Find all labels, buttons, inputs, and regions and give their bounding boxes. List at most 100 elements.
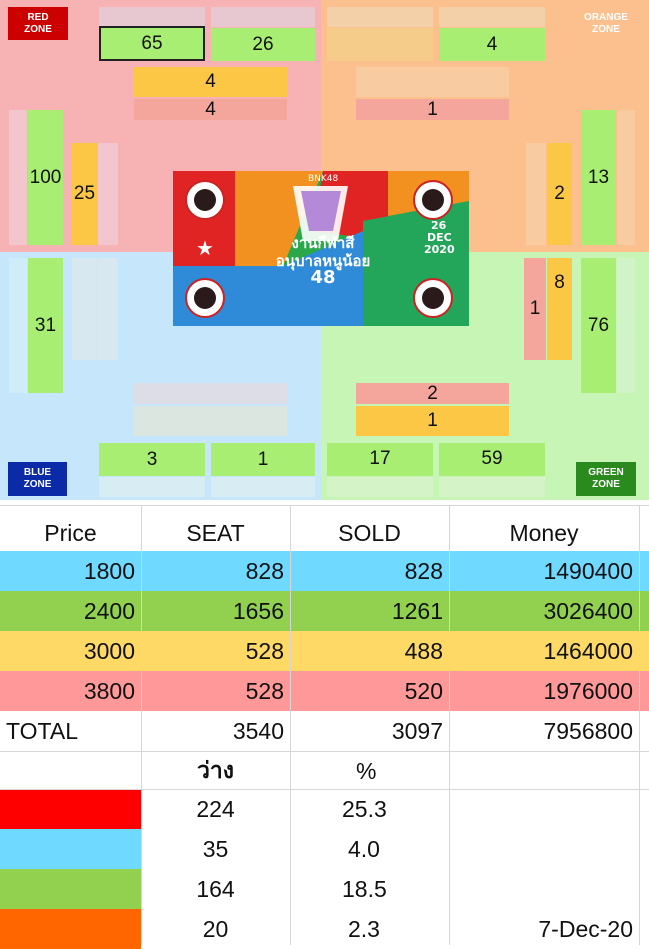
grid-line — [0, 751, 649, 752]
poster-title-line1: งานกีฬาสี — [291, 234, 355, 252]
vacant-count: 224 — [196, 795, 235, 822]
table-row: 2400 1656 1261 3026400 — [0, 591, 649, 631]
seat-block-empty — [327, 28, 433, 61]
vacant-note — [449, 869, 639, 909]
cell-sold: 488 — [404, 637, 443, 664]
seat-block-empty — [99, 477, 205, 497]
cell-seat: 828 — [245, 557, 284, 584]
seat-block[interactable]: 25 — [72, 143, 97, 245]
seat-block[interactable]: 76 — [581, 258, 616, 393]
seat-block-empty — [526, 143, 546, 245]
zone-color-swatch — [0, 789, 141, 829]
total-sold: 3097 — [391, 717, 443, 744]
cell-price: 1800 — [83, 557, 135, 584]
seat-block[interactable]: 4 — [134, 67, 287, 97]
blue-zone-line1: BLUE — [23, 467, 52, 478]
total-money: 7956800 — [543, 717, 633, 744]
seat-block[interactable]: 3 — [99, 443, 205, 476]
zone-color-swatch — [0, 829, 141, 869]
seat-block[interactable]: 31 — [28, 258, 63, 393]
seat-block-empty — [134, 383, 287, 404]
grid-line — [639, 505, 640, 945]
seat-block[interactable]: 2 — [356, 383, 509, 404]
green-zone-line2: ZONE — [592, 479, 620, 490]
grid-line — [0, 789, 649, 790]
member-photo-3 — [185, 278, 225, 318]
cell-money: 1976000 — [543, 677, 633, 704]
vacant-percent: 25.3 — [342, 795, 387, 822]
member-photo-4 — [413, 278, 453, 318]
table-row: 1800 828 828 1490400 — [0, 551, 649, 591]
vacant-note — [449, 829, 639, 869]
vacant-percent: 2.3 — [348, 915, 380, 942]
percent-header: % — [356, 757, 377, 784]
zone-color-swatch — [0, 869, 141, 909]
cell-price: 3800 — [83, 677, 135, 704]
header-money: Money — [509, 519, 579, 546]
blue-zone-line2: ZONE — [23, 479, 52, 490]
table-header-row: Price SEAT SOLD Money — [0, 513, 649, 553]
seat-block[interactable]: 26 — [211, 28, 315, 61]
seat-block-empty — [211, 477, 315, 497]
seat-block-empty — [134, 406, 287, 436]
seat-block[interactable]: 100 — [28, 110, 63, 245]
seat-block-empty — [99, 7, 205, 27]
zone-color-swatch — [0, 909, 141, 949]
table-row: 3000 528 488 1464000 — [0, 631, 649, 671]
seat-block[interactable]: 1 — [211, 443, 315, 476]
vacant-count: 35 — [202, 835, 229, 862]
cell-price: 2400 — [83, 597, 135, 624]
total-label: TOTAL — [6, 717, 78, 744]
vacant-row: 20 2.3 7-Dec-20 — [0, 909, 649, 949]
red-zone-label: RED ZONE — [8, 7, 68, 40]
seat-block-empty — [9, 258, 27, 393]
member-photo-1 — [185, 180, 225, 220]
poster-brand: BNK48 — [308, 174, 339, 184]
seat-block[interactable]: 1 — [524, 258, 546, 360]
cell-seat: 1656 — [232, 597, 284, 624]
table-row: 3800 528 520 1976000 — [0, 671, 649, 711]
seat-block[interactable]: 1 — [356, 406, 509, 436]
green-zone-line1: GREEN — [588, 467, 624, 478]
orange-zone-line1: ORANGE — [584, 12, 628, 23]
seat-block[interactable]: 65 — [99, 26, 205, 61]
seat-block[interactable]: 4 — [134, 99, 287, 120]
poster-date-month: DEC — [427, 231, 452, 244]
orange-zone-line2: ZONE — [592, 24, 620, 35]
cell-money: 1490400 — [543, 557, 633, 584]
red-zone-line1: RED — [27, 11, 49, 23]
cell-seat: 528 — [245, 677, 284, 704]
cell-sold: 520 — [404, 677, 443, 704]
cell-money: 1464000 — [543, 637, 633, 664]
orange-zone-label: ORANGE ZONE — [578, 12, 634, 36]
header-sold: SOLD — [338, 519, 401, 546]
seat-block[interactable]: 59 — [439, 443, 545, 476]
seat-block-empty — [439, 7, 545, 27]
seat-block[interactable]: 8 — [547, 258, 572, 360]
grid-line — [141, 505, 142, 945]
seat-block-empty — [356, 67, 509, 97]
cell-price: 3000 — [83, 637, 135, 664]
seat-block[interactable]: 13 — [581, 110, 616, 245]
seat-block-empty — [9, 110, 27, 245]
seat-block[interactable]: 2 — [547, 143, 572, 245]
cell-sold: 1261 — [391, 597, 443, 624]
total-seat: 3540 — [232, 717, 284, 744]
seat-block-empty — [211, 7, 315, 27]
seat-block[interactable]: 17 — [327, 443, 433, 476]
seat-block[interactable]: 1 — [356, 99, 509, 120]
red-zone-line2: ZONE — [24, 23, 52, 35]
vacant-header: ว่าง — [196, 758, 235, 784]
seat-block-empty — [327, 477, 433, 497]
event-poster: ★ BNK48 งานกีฬาสี อนุบาลหนูน้อย 48 26 DE… — [173, 171, 469, 326]
member-photo-2 — [413, 180, 453, 220]
header-price: Price — [44, 519, 97, 546]
poster-date-year: 2020 — [424, 243, 455, 256]
seat-block-empty — [439, 477, 545, 497]
seat-block[interactable]: 4 — [439, 28, 545, 61]
grid-line — [0, 505, 649, 506]
seat-block-empty — [327, 7, 433, 27]
cell-money: 3026400 — [543, 597, 633, 624]
seat-block-empty — [72, 258, 97, 360]
seat-block-empty — [617, 258, 635, 393]
